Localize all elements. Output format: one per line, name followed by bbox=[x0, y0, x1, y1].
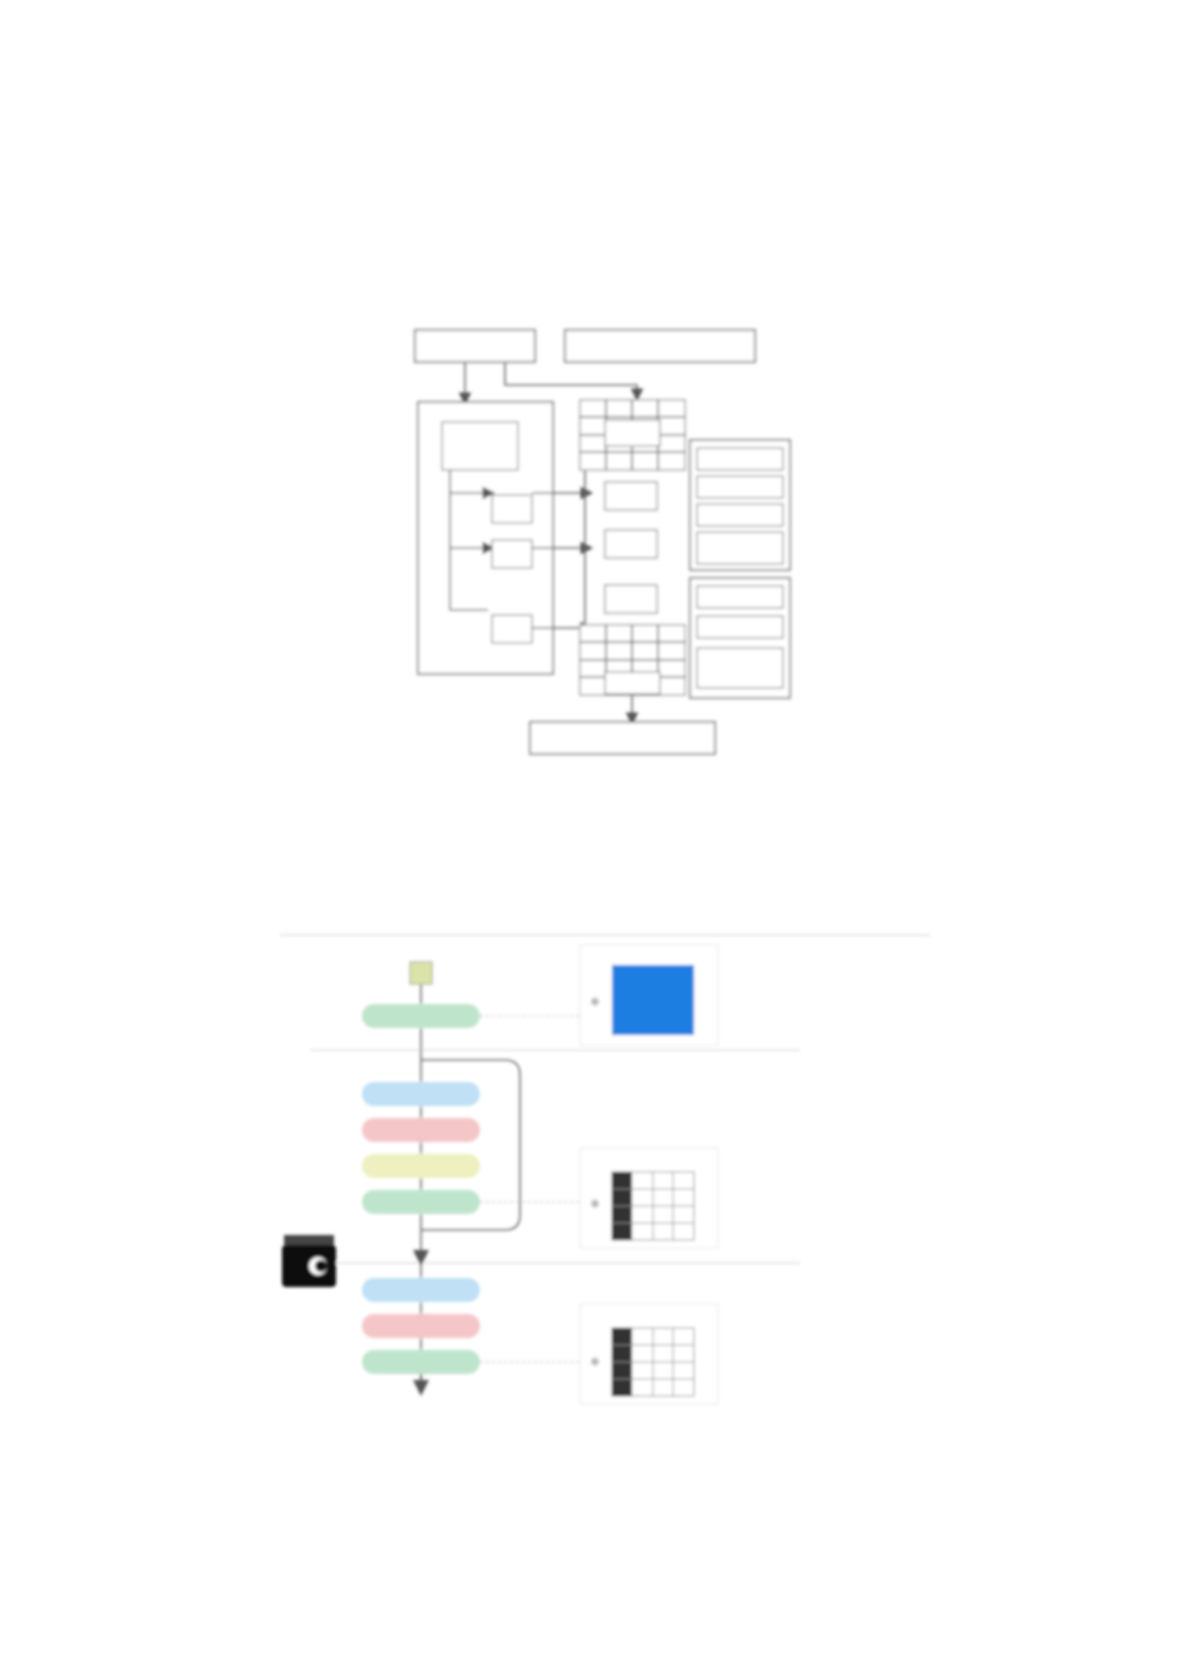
add-round-key-pill bbox=[362, 1190, 480, 1214]
op-item bbox=[696, 475, 784, 499]
badge-tab bbox=[284, 1235, 334, 1245]
state-grid-top bbox=[579, 399, 686, 471]
key-box bbox=[414, 329, 536, 363]
plain-text-box bbox=[564, 329, 756, 363]
op-item bbox=[696, 447, 784, 471]
round-op-1 bbox=[604, 481, 658, 511]
figure-3-aes-encryption-diagram: ⊕ ⊕ bbox=[280, 934, 930, 1405]
round-op-2 bbox=[604, 529, 658, 559]
mix-columns-pill bbox=[362, 1154, 480, 1178]
cipher-text-box bbox=[529, 721, 716, 755]
round-key-last bbox=[491, 614, 533, 644]
final-sub-bytes-pill bbox=[362, 1278, 480, 1302]
op-item bbox=[696, 585, 784, 609]
op-item bbox=[696, 531, 784, 565]
round-key-2 bbox=[491, 539, 533, 569]
figure-2-aes-process-diagram bbox=[414, 329, 791, 755]
sub-bytes-pill bbox=[362, 1082, 480, 1106]
final-add-round-key-pill bbox=[362, 1350, 480, 1374]
add-round-key-box bbox=[604, 419, 661, 447]
op-item bbox=[696, 647, 784, 689]
state-grid-bottom bbox=[579, 624, 686, 696]
state-block-icon bbox=[409, 961, 433, 985]
cipher-key-grid bbox=[612, 965, 694, 1035]
key-expansion-box bbox=[441, 421, 519, 471]
op-item bbox=[696, 615, 784, 639]
svg-text:⊕: ⊕ bbox=[590, 1198, 599, 1210]
round-key-1 bbox=[491, 494, 533, 524]
shift-rows-pill bbox=[362, 1118, 480, 1142]
svg-text:⊕: ⊕ bbox=[590, 1356, 599, 1368]
round-op-last bbox=[604, 584, 658, 614]
op-item bbox=[696, 503, 784, 527]
initial-add-round-key-pill bbox=[362, 1004, 480, 1028]
final-shift-rows-pill bbox=[362, 1314, 480, 1338]
svg-text:⊕: ⊕ bbox=[590, 996, 599, 1008]
